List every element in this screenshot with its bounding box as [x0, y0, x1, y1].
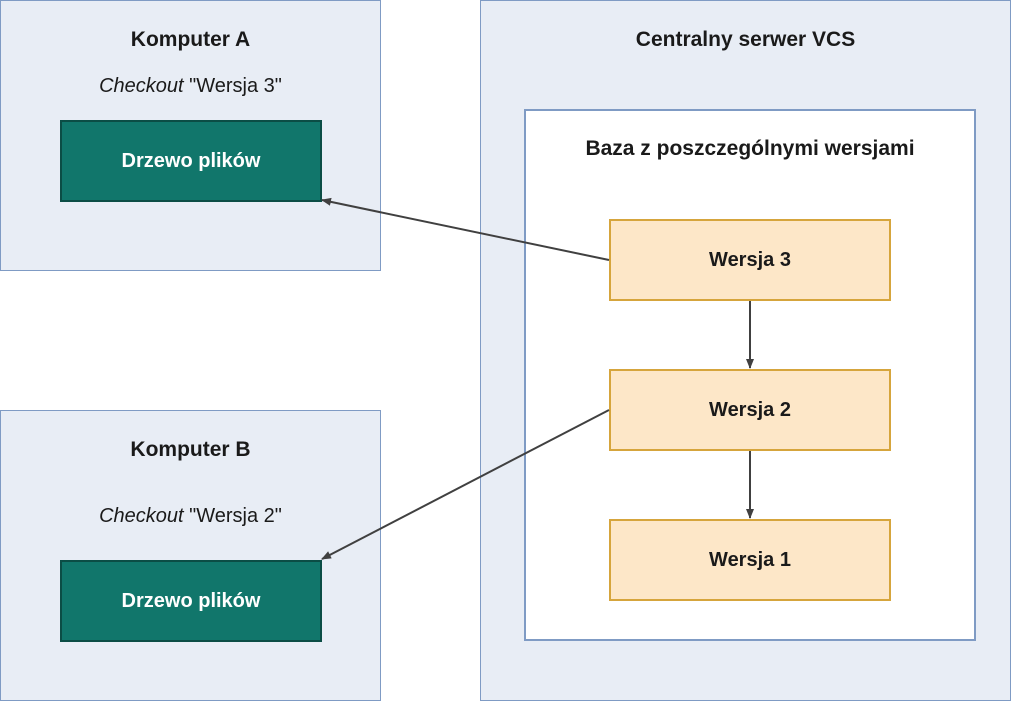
version-1-box[interactable]: Wersja 1 — [609, 519, 891, 601]
checkout-keyword: Checkout — [99, 75, 184, 97]
arrow-version2-to-computer-b — [321, 409, 610, 560]
checkout-version: "Wersja 3" — [183, 75, 282, 97]
computer-a-checkout-label: Checkout "Wersja 3" — [1, 75, 380, 98]
checkout-keyword: Checkout — [99, 505, 184, 527]
computer-a-title: Komputer A — [130, 28, 251, 51]
arrow-version3-to-computer-a — [321, 197, 610, 261]
vcs-server-title: Centralny serwer VCS — [635, 28, 856, 51]
computer-b-title: Komputer B — [130, 438, 251, 461]
version-2-box[interactable]: Wersja 2 — [609, 369, 891, 451]
computer-b-file-tree[interactable]: Drzewo plików — [60, 560, 322, 642]
computer-a-panel: Komputer A Checkout "Wersja 3" Drzewo pl… — [0, 0, 381, 271]
computer-a-file-tree[interactable]: Drzewo plików — [60, 120, 322, 202]
version-database-title: Baza z poszczególnymi wersjami — [585, 137, 915, 160]
version-3-box[interactable]: Wersja 3 — [609, 219, 891, 301]
checkout-version: "Wersja 2" — [183, 505, 282, 527]
computer-b-panel: Komputer B Checkout "Wersja 2" Drzewo pl… — [0, 410, 381, 701]
computer-b-checkout-label: Checkout "Wersja 2" — [1, 505, 380, 528]
